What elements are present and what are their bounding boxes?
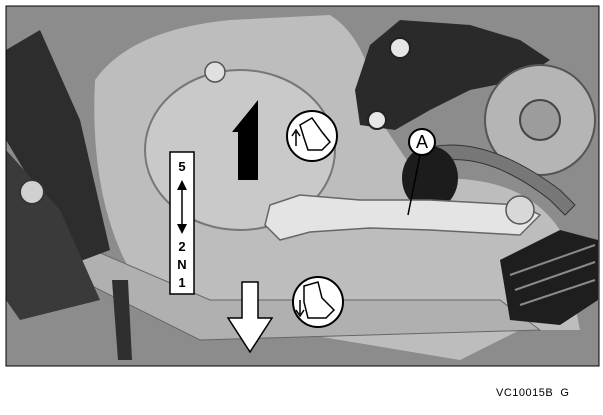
bracket-bolt-2 [368, 111, 386, 129]
gear-label-top: 5 [171, 160, 193, 174]
callout-a: A [408, 128, 436, 156]
gear-label-1: 1 [171, 276, 193, 290]
bracket-bolt-1 [390, 38, 410, 58]
gear-label-n: N [171, 258, 193, 272]
frame-bolt [20, 180, 44, 204]
sprocket-hub [520, 100, 560, 140]
pedal-pivot [506, 196, 534, 224]
figure-code: VC10015B G [496, 387, 569, 399]
gear-label-2: 2 [171, 240, 193, 254]
cover-bolt [205, 62, 225, 82]
